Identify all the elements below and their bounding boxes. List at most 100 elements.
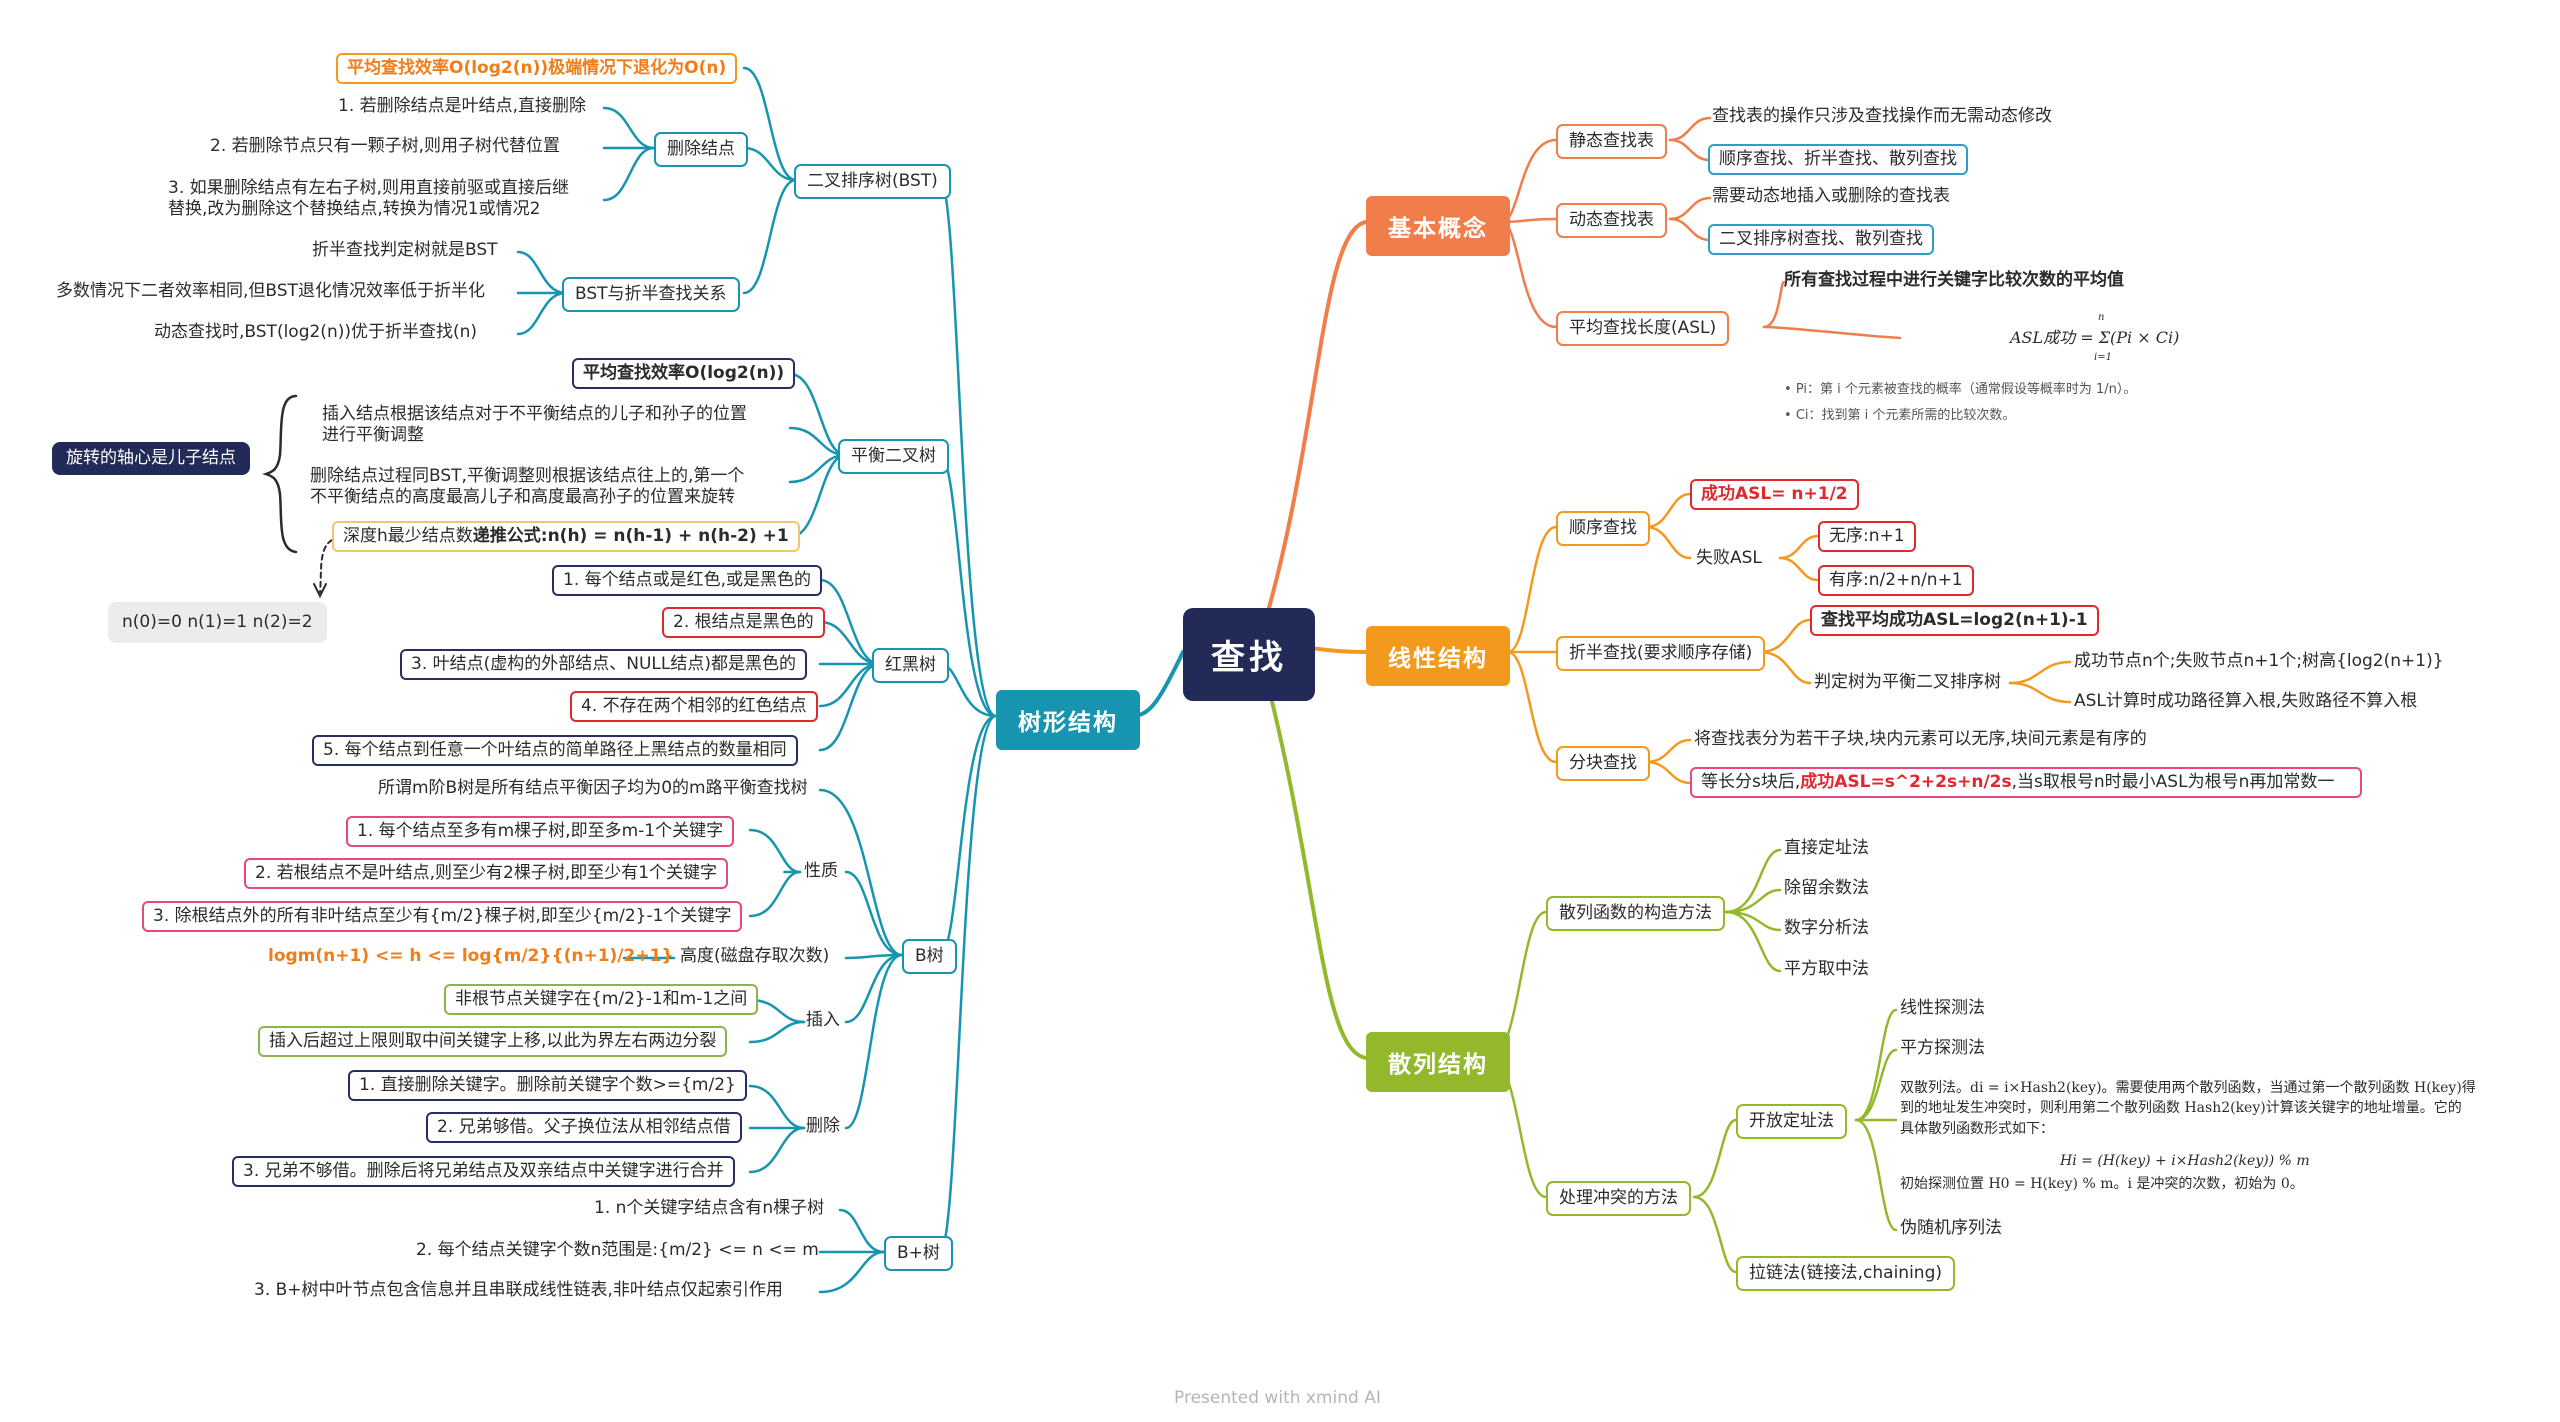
btree-delete-item: 1. 直接删除关键字。删除前关键字个数>={m/2} [348,1070,747,1102]
bst-delete-item: 2. 若删除节点只有一颗子树,则用子树代替位置 [210,136,561,156]
avl-base-values: n(0)=0 n(1)=1 n(2)=2 [108,602,327,644]
avl-min-nodes: 深度h最少结点数递推公式:n(h) = n(h-1) + n(h-2) +1 [332,521,800,553]
bst-node[interactable]: 二叉排序树(BST) [794,164,951,200]
branch-linear[interactable]: 线性结构 [1366,626,1510,686]
btree-definition: 所谓m阶B树是所有结点平衡因子均为0的m路平衡查找树 [378,778,808,798]
avl-brace [262,394,298,554]
avl-min-nodes-formula: 递推公式:n(h) = n(h-1) + n(h-2) +1 [472,526,789,546]
double-hash-formula: Hi = (H(key) + i×Hash2(key)) % m [2060,1153,2310,1169]
btree-insert-item: 插入后超过上限则取中间关键字上移,以此为界左右两边分裂 [258,1026,728,1058]
sequential-success-asl: 成功ASL= n+1/2 [1690,479,1859,511]
footer-credit: Presented with xmind AI [1174,1388,1381,1408]
binary-success-asl: 查找平均成功ASL=log2(n+1)-1 [1810,605,2099,637]
btree-insert-item: 非根节点关键字在{m/2}-1和m-1之间 [444,984,759,1016]
hash-construct-item: 数字分析法 [1784,918,1869,938]
block-asl-post: ,当s取根号n时最小ASL为根号n再加常数一 [2011,772,2335,792]
bplus-node[interactable]: B+树 [884,1236,953,1272]
bplus-item: 3. B+树中叶节点包含信息并且串联成线性链表,非叶结点仅起索引作用 [254,1280,783,1300]
static-table-desc: 查找表的操作只涉及查找操作而无需动态修改 [1712,106,2052,126]
static-table-methods: 顺序查找、折半查找、散列查找 [1708,144,1968,176]
dynamic-table-methods: 二叉排序树查找、散列查找 [1708,224,1934,256]
bplus-item: 2. 每个结点关键字个数n范围是:{m/2} <= n <= m [416,1240,819,1260]
asl-formula-top: n [2098,312,2105,323]
asl-note-c: • Ci：找到第 i 个元素所需的比较次数。 [1784,408,2016,423]
asl-note-c-text: Ci：找到第 i 个元素所需的比较次数。 [1795,408,2016,423]
open-address-item: 线性探测法 [1900,998,1985,1018]
chaining-node[interactable]: 拉链法(链接法,chaining) [1736,1256,1955,1292]
decision-tree-asl: ASL计算时成功路径算入根,失败路径不算入根 [2074,691,2418,711]
btree-prop: 1. 每个结点至多有m棵子树,即至多m-1个关键字 [346,816,735,848]
rbt-property: 4. 不存在两个相邻的红色结点 [570,691,818,723]
rbt-property: 3. 叶结点(虚构的外部结点、NULL结点)都是黑色的 [400,649,807,681]
hash-construct-item: 除留余数法 [1784,878,1869,898]
block-asl-pre: 等长分s块后, [1701,772,1801,792]
bst-delete-node[interactable]: 删除结点 [654,132,748,168]
avl-delete: 删除结点过程同BST,平衡调整则根据该结点往上的,第一个 不平衡结点的高度最高儿… [310,466,745,508]
bst-delete-item: 1. 若删除结点是叶结点,直接删除 [338,96,587,116]
bplus-item: 1. n个关键字结点含有n棵子树 [594,1198,825,1218]
branch-basic[interactable]: 基本概念 [1366,196,1510,256]
hash-construct-node[interactable]: 散列函数的构造方法 [1546,896,1725,932]
asl-note-p: • Pi：第 i 个元素被查找的概率（通常假设等概率时为 1/n）。 [1784,382,2137,397]
dynamic-table-node[interactable]: 动态查找表 [1556,203,1667,239]
rbt-property: 1. 每个结点或是红色,或是黑色的 [552,565,823,597]
asl-formula: ASL成功 = Σ(Pi × Ci) [2010,328,2180,347]
block-asl-red: 成功ASL=s^2+2s+n/2s [1800,772,2012,792]
avl-dashed-arrow [319,539,333,593]
rbt-property: 2. 根结点是黑色的 [662,607,825,639]
open-address-item: 平方探测法 [1900,1038,1985,1058]
static-table-node[interactable]: 静态查找表 [1556,124,1667,160]
btree-delete-item: 2. 兄弟够借。父子换位法从相邻结点借 [426,1112,742,1144]
double-hash-note: 初始探测位置 H0 = H(key) % m。i 是冲突的次数，初始为 0。 [1900,1176,2304,1192]
btree-prop: 3. 除根结点外的所有非叶结点至少有{m/2}棵子树,即至少{m/2}-1个关键… [142,901,743,933]
branch-hash[interactable]: 散列结构 [1366,1032,1510,1092]
asl-note-p-text: Pi：第 i 个元素被查找的概率（通常假设等概率时为 1/n）。 [1795,382,2137,397]
asl-node[interactable]: 平均查找长度(ASL) [1556,311,1730,347]
asl-desc: 所有查找过程中进行关键字比较次数的平均值 [1784,270,2124,290]
btree-delete-item: 3. 兄弟不够借。删除后将兄弟结点及双亲结点中关键字进行合并 [232,1156,735,1188]
block-search-node[interactable]: 分块查找 [1556,746,1650,782]
avl-rotation-note: 旋转的轴心是儿子结点 [52,442,250,476]
open-address-node[interactable]: 开放定址法 [1736,1104,1847,1140]
rbt-property: 5. 每个结点到任意一个叶结点的简单路径上黑结点的数量相同 [312,735,798,767]
pseudo-random-item: 伪随机序列法 [1900,1218,2002,1238]
btree-delete-node[interactable]: 删除 [806,1116,840,1136]
btree-props-node[interactable]: 性质 [804,861,838,881]
fail-unordered: 无序:n+1 [1818,521,1916,553]
bst-relation-node[interactable]: BST与折半查找关系 [562,277,740,313]
hash-construct-item: 直接定址法 [1784,838,1869,858]
binary-search-node[interactable]: 折半查找(要求顺序存储) [1556,636,1766,672]
bst-relation-item: 多数情况下二者效率相同,但BST退化情况效率低于折半化 [56,281,485,301]
dynamic-table-desc: 需要动态地插入或删除的查找表 [1712,186,1950,206]
link-hash [1260,660,1368,1060]
bst-delete-item: 3. 如果删除结点有左右子树,则用直接前驱或直接后继 替换,改为删除这个替换结点… [168,178,570,220]
branch-tree[interactable]: 树形结构 [996,690,1140,750]
avl-efficiency: 平均查找效率O(log2(n)) [572,358,796,390]
sequential-node[interactable]: 顺序查找 [1556,511,1650,547]
block-asl: 等长分s块后,成功ASL=s^2+2s+n/2s,当s取根号n时最小ASL为根号… [1690,767,2362,799]
decision-tree-nodes: 成功节点n个;失败节点n+1个;树高{log2(n+1)} [2074,651,2444,671]
bst-efficiency: 平均查找效率O(log2(n))极端情况下退化为O(n) [336,53,738,85]
btree-prop: 2. 若根结点不是叶结点,则至少有2棵子树,即至少有1个关键字 [244,858,729,890]
btree-insert-node[interactable]: 插入 [806,1010,840,1030]
btree-height-formula: logm(n+1) <= h <= log{m/2}{(n+1)/2+1} [268,946,674,966]
rbt-node[interactable]: 红黑树 [872,648,949,684]
root-topic[interactable]: 查找 [1183,608,1315,701]
bst-relation-item: 折半查找判定树就是BST [312,240,498,260]
avl-node[interactable]: 平衡二叉树 [838,439,949,475]
decision-tree-node[interactable]: 判定树为平衡二叉排序树 [1814,672,2001,692]
avl-min-nodes-pre: 深度h最少结点数 [343,526,473,546]
asl-formula-bottom: i=1 [2094,352,2112,363]
sequential-fail-node[interactable]: 失败ASL [1696,548,1762,568]
fail-ordered: 有序:n/2+n/n+1 [1818,565,1974,597]
double-hash-desc: 双散列法。di = i×Hash2(key)。需要使用两个散列函数，当通过第一个… [1900,1080,2476,1137]
bst-relation-item: 动态查找时,BST(log2(n))优于折半查找(n) [154,322,478,342]
conflict-node[interactable]: 处理冲突的方法 [1546,1181,1691,1217]
btree-height-node[interactable]: 高度(磁盘存取次数) [680,946,830,966]
block-desc: 将查找表分为若干子块,块内元素可以无序,块间元素是有序的 [1694,729,2147,749]
link-basic [1260,220,1368,634]
btree-node[interactable]: B树 [902,939,957,975]
hash-construct-item: 平方取中法 [1784,959,1869,979]
